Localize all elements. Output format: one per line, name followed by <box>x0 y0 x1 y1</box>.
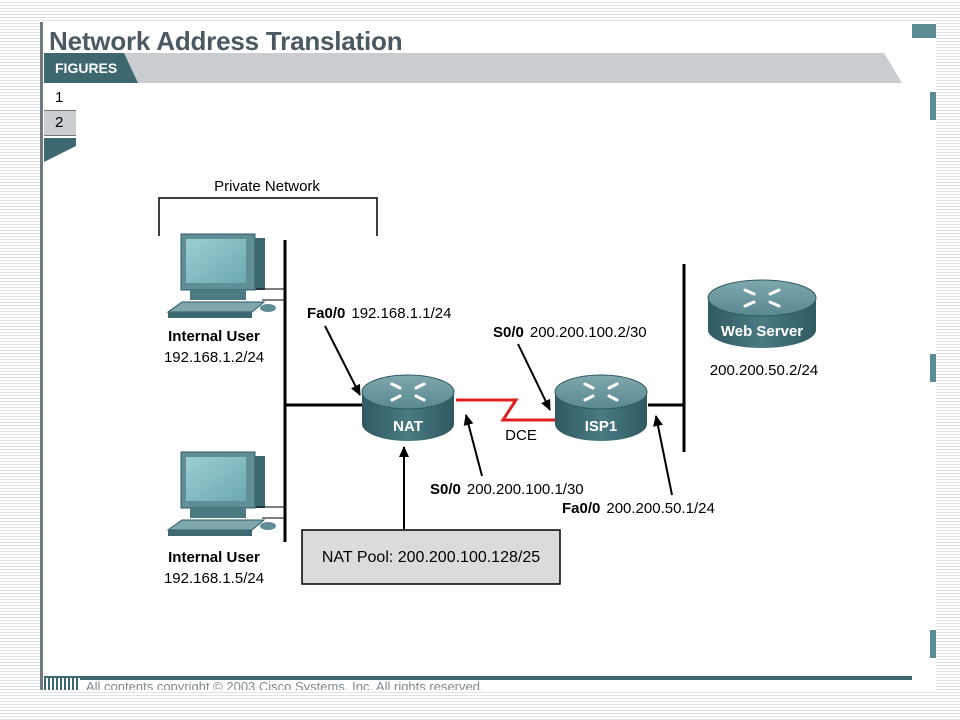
isp-fa0-ip: 200.200.50.1/24 <box>606 500 714 517</box>
web-server-ip: 200.200.50.2/24 <box>710 362 818 379</box>
right-rail-marker <box>930 354 936 382</box>
serial-link <box>456 398 555 422</box>
private-network-label: Private Network <box>214 178 320 195</box>
copyright-text: All contents copyright © 2003 Cisco Syst… <box>86 680 484 690</box>
isp-s0-label: S0/0 200.200.100.2/30 <box>493 324 647 341</box>
host1-label: Internal User <box>168 328 260 345</box>
tab-figures[interactable]: FIGURES <box>44 53 138 83</box>
isp-fa0-iface: Fa0/0 <box>562 500 600 517</box>
nat-s0-arrow <box>463 414 483 477</box>
right-rail-top-marker <box>912 24 936 38</box>
figure-item-2[interactable]: 2 <box>44 111 76 135</box>
host1-ip: 192.168.1.2/24 <box>164 349 264 366</box>
nat-pool-box <box>301 529 561 585</box>
right-rail-marker <box>930 630 936 658</box>
isp-s0-arrow <box>517 343 551 411</box>
nat-fa0-iface: Fa0/0 <box>307 305 345 322</box>
router-icon <box>361 374 455 441</box>
nat-s0-ip: 200.200.100.1/30 <box>467 481 584 498</box>
right-rail-marker <box>930 92 936 120</box>
host2-label: Internal User <box>168 549 260 566</box>
isp-router-label: ISP1 <box>585 418 618 435</box>
footer-bar <box>44 676 912 680</box>
footer-ticks <box>44 678 80 690</box>
computer-icon <box>166 233 285 318</box>
nat-pool-label: NAT Pool: 200.200.100.128/25 <box>322 549 540 566</box>
host2-ip: 192.168.1.5/24 <box>164 570 264 587</box>
nat-fa0-label: Fa0/0 192.168.1.1/24 <box>307 305 451 322</box>
isp-s0-iface: S0/0 <box>493 324 524 341</box>
web-server-label: Web Server <box>721 323 803 340</box>
private-network-bracket <box>158 197 378 236</box>
isp-fa0-label: Fa0/0 200.200.50.1/24 <box>562 500 715 517</box>
isp-s0-ip: 200.200.100.2/30 <box>530 324 647 341</box>
figure-item-1[interactable]: 1 <box>55 89 64 106</box>
nat-fa0-ip: 192.168.1.1/24 <box>351 305 451 322</box>
computer-icon <box>166 451 285 536</box>
nat-s0-iface: S0/0 <box>430 481 461 498</box>
router-icon <box>554 374 648 441</box>
page-title: Network Address Translation <box>49 26 403 56</box>
tab-bar-background <box>44 53 902 83</box>
dce-label: DCE <box>505 427 537 444</box>
isp-fa0-arrow <box>653 415 673 496</box>
nat-fa0-arrow <box>324 325 361 396</box>
nat-s0-label: S0/0 200.200.100.1/30 <box>430 481 584 498</box>
figure-list-divider <box>44 135 76 136</box>
figure-list-divider <box>44 110 76 111</box>
figures-tab-bar: FIGURES <box>44 53 902 83</box>
server-icon <box>707 279 817 348</box>
nat-router-label: NAT <box>393 418 423 435</box>
